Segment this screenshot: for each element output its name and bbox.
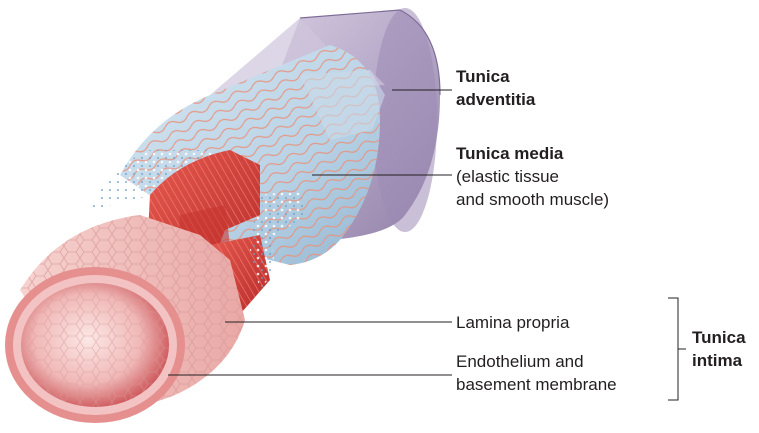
- label-lamina-propria: Lamina propria: [456, 312, 569, 334]
- label-tunica-intima-1: Tunica: [692, 327, 746, 349]
- tunica-intima-tube: [5, 215, 245, 423]
- label-tunica-media-line1: (elastic tissue: [456, 166, 559, 188]
- label-tunica-adventitia-2: adventitia: [456, 89, 535, 111]
- label-tunica-media-line2: and smooth muscle): [456, 189, 609, 211]
- label-tunica-intima-2: intima: [692, 350, 742, 372]
- intima-bracket: [668, 298, 678, 400]
- label-endothelium-1: Endothelium and: [456, 351, 584, 373]
- label-tunica-media-title: Tunica media: [456, 143, 563, 165]
- label-tunica-adventitia-1: Tunica: [456, 66, 510, 88]
- label-endothelium-2: basement membrane: [456, 374, 617, 396]
